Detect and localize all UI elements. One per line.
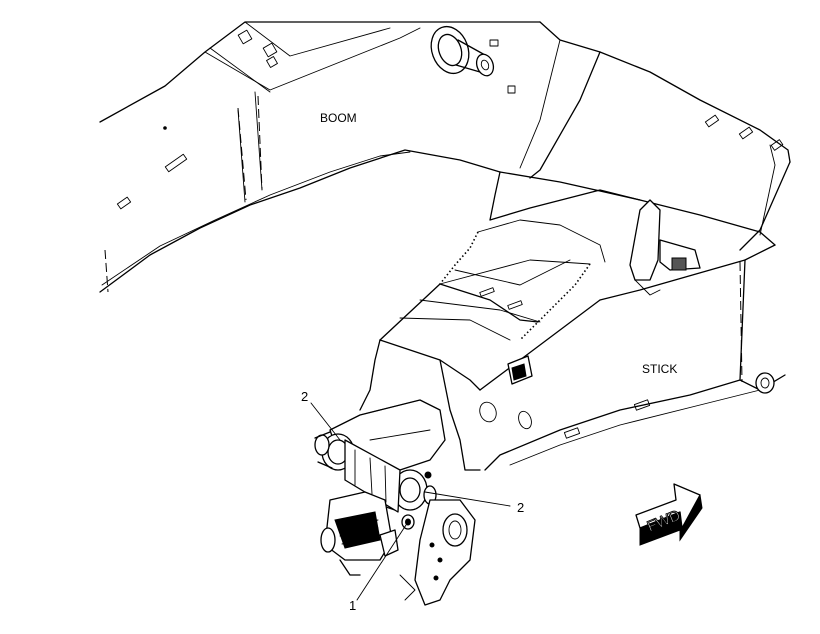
stick-bracket-block bbox=[507, 355, 533, 385]
callout-right-pin: 2 bbox=[517, 500, 524, 515]
stick-label: STICK bbox=[642, 362, 677, 376]
callout-leaders bbox=[310, 402, 511, 601]
right-pin bbox=[379, 464, 437, 511]
boom-assembly bbox=[99, 21, 791, 293]
lower-pin bbox=[401, 514, 415, 530]
stick-bracket bbox=[629, 199, 701, 296]
boom-label: BOOM bbox=[320, 111, 357, 125]
linkage-assembly bbox=[314, 399, 476, 606]
hydraulic-cylinder bbox=[320, 491, 399, 576]
callout-lower-pin: 1 bbox=[349, 598, 356, 613]
boom-pin-boss bbox=[430, 25, 516, 94]
callout-upper-pin: 2 bbox=[301, 389, 308, 404]
stick-assembly bbox=[359, 171, 786, 471]
forward-direction-arrow: FWD bbox=[635, 483, 703, 546]
